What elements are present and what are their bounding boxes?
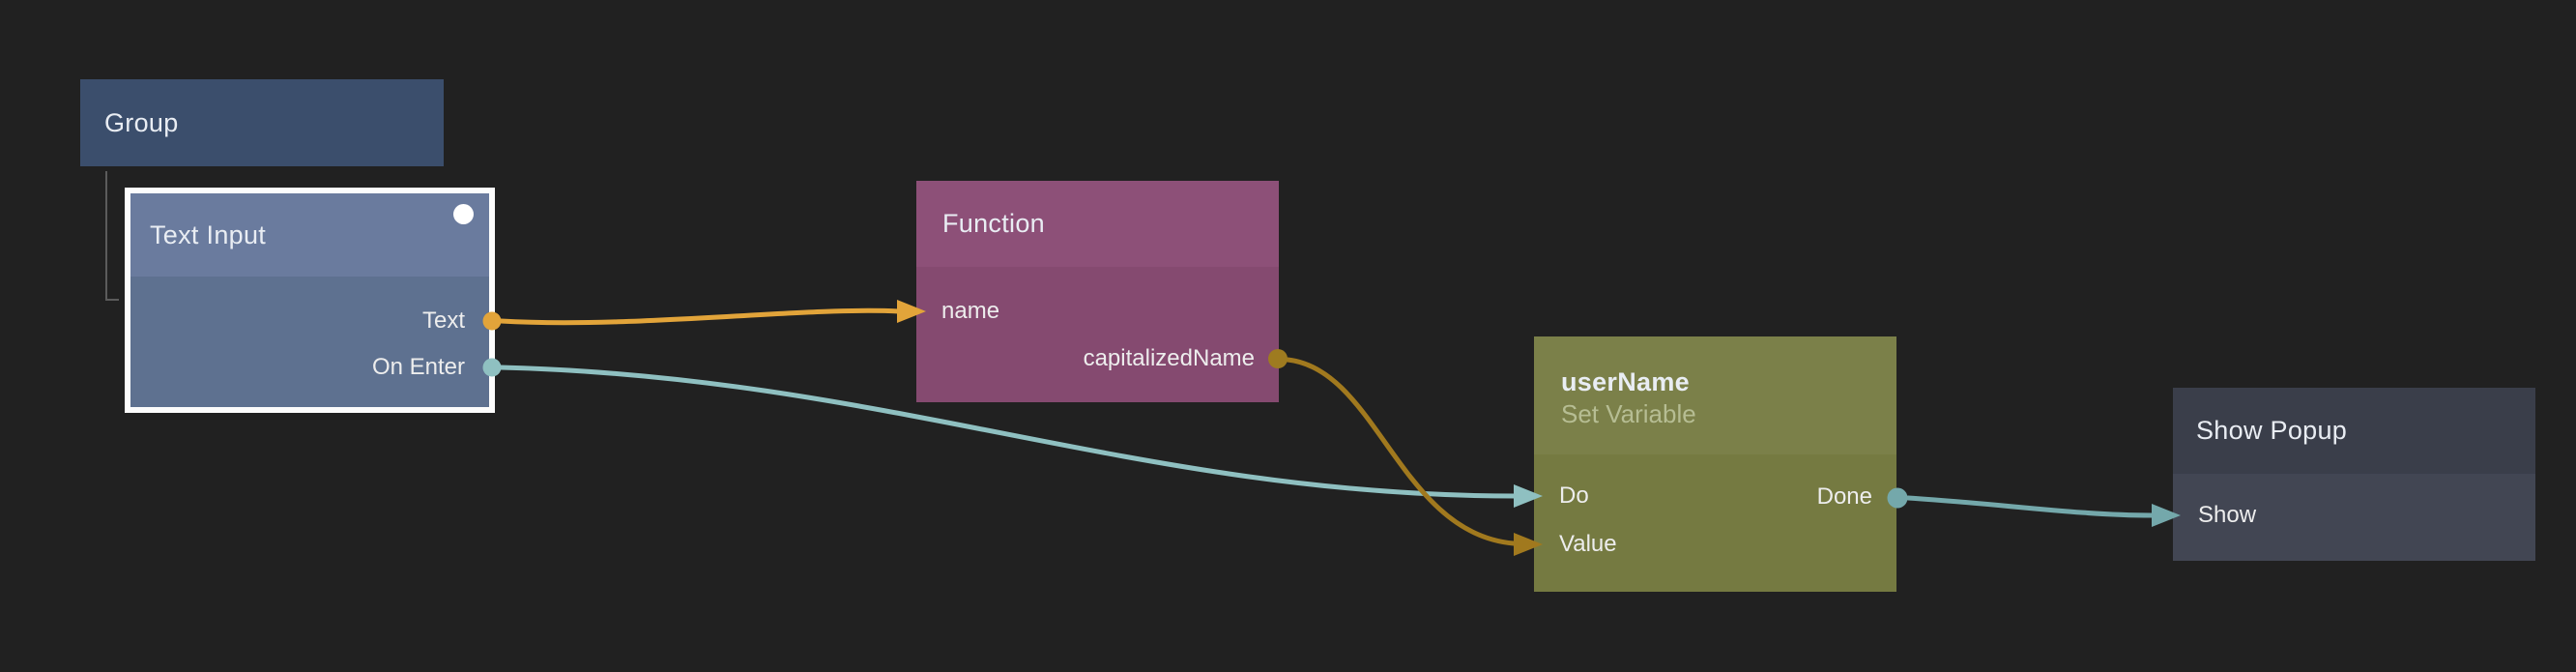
selection-indicator-dot	[453, 204, 474, 224]
node-show-popup-header: Show Popup	[2173, 388, 2535, 474]
connection-capitalizedname-to-value[interactable]	[1285, 357, 1517, 546]
node-text-input-title: Text Input	[150, 220, 267, 249]
node-show-popup[interactable]: Show Popup Show	[2173, 388, 2535, 561]
node-show-popup-title: Show Popup	[2196, 416, 2348, 445]
node-group-title: Group	[104, 108, 179, 137]
port-output-on-enter[interactable]: On Enter	[371, 354, 465, 380]
node-username-title: userName	[1561, 367, 1690, 396]
node-username-set-variable[interactable]: userName Set Variable Do Value Done	[1534, 336, 1896, 592]
node-function-header: Function	[916, 181, 1279, 267]
node-username-subtitle: Set Variable	[1561, 399, 1696, 428]
port-input-name[interactable]: name	[941, 298, 1000, 324]
connection-text-to-name[interactable]	[498, 307, 902, 326]
port-output-text[interactable]: Text	[421, 307, 465, 334]
node-group[interactable]: Group	[80, 79, 444, 166]
node-function[interactable]: Function name capitalizedName	[916, 181, 1279, 402]
port-output-done[interactable]: Done	[1816, 483, 1872, 510]
node-text-input-header: Text Input	[130, 193, 489, 277]
port-input-show[interactable]: Show	[2198, 502, 2257, 528]
node-text-input[interactable]: Text Input Text On Enter	[125, 188, 495, 413]
node-username-header: userName Set Variable	[1534, 336, 1896, 454]
port-input-do[interactable]: Do	[1559, 482, 1589, 509]
connection-done-to-show[interactable]	[1905, 495, 2155, 518]
port-output-capitalizedname[interactable]: capitalizedName	[1083, 345, 1255, 371]
group-child-line	[105, 171, 119, 301]
port-input-value[interactable]: Value	[1559, 531, 1617, 557]
node-function-title: Function	[942, 209, 1045, 238]
